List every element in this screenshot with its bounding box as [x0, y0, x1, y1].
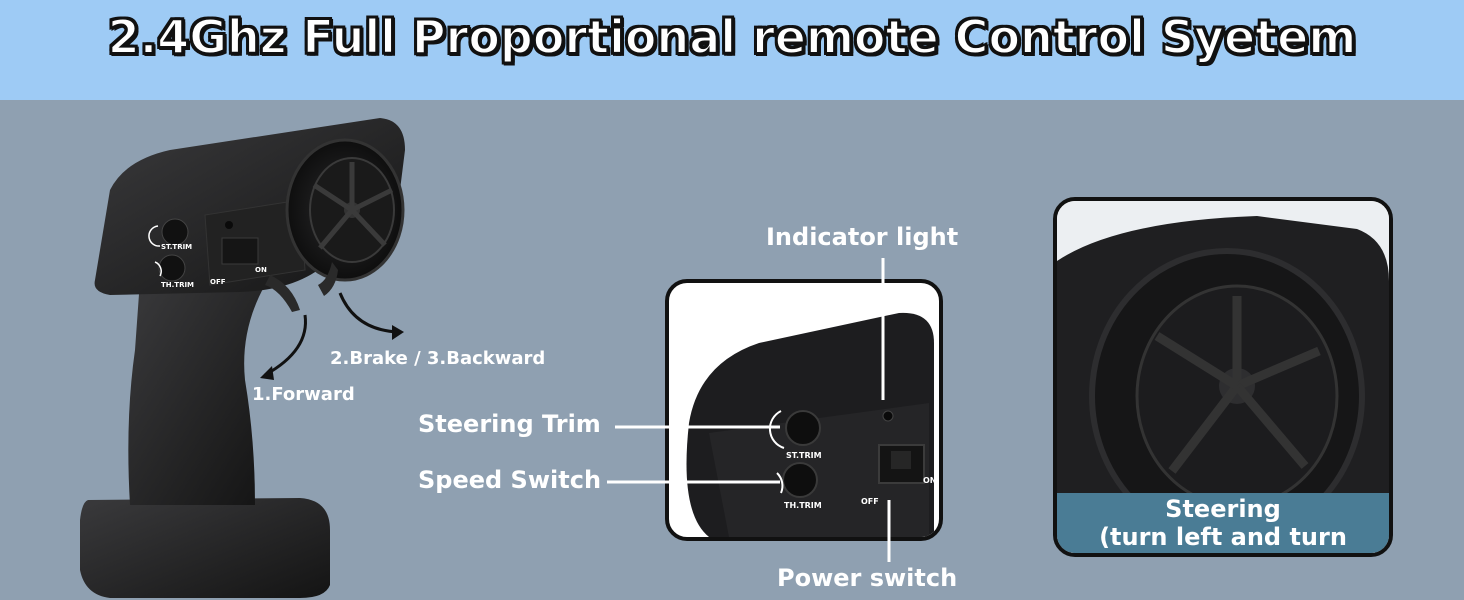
th-trim-marking: TH.TRIM — [161, 281, 195, 289]
throttle-trigger — [265, 275, 300, 312]
closeup-th-trim: TH.TRIM — [784, 501, 822, 510]
speed-switch-label: Speed Switch — [418, 466, 602, 494]
steering-title: Steering — [1165, 495, 1281, 523]
brake-backward-label: 2.Brake / 3.Backward — [330, 348, 546, 369]
indicator-light-label: Indicator light — [766, 223, 959, 251]
steering-closeup-panel: Steering (turn left and turn right) — [1053, 197, 1393, 557]
steering-trim-label: Steering Trim — [418, 410, 601, 438]
closeup-on: ON — [923, 476, 937, 485]
off-marking: OFF — [210, 278, 226, 286]
steering-subtitle: (turn left and turn right) — [1099, 523, 1347, 553]
controls-closeup-panel: ST.TRIM TH.TRIM OFF ON — [665, 279, 943, 541]
on-marking: ON — [255, 266, 267, 274]
forward-label: 1.Forward — [252, 384, 355, 405]
controller-grip — [128, 280, 265, 505]
steering-caption: Steering (turn left and turn right) — [1057, 493, 1389, 553]
page-title: 2.4Ghz Full Proportional remote Control … — [107, 9, 1358, 65]
power-switch-label: Power switch — [777, 564, 958, 592]
st-trim-marking: ST.TRIM — [161, 243, 193, 251]
closeup-off: OFF — [861, 497, 879, 506]
controller-base — [80, 498, 330, 598]
closeup-st-trim: ST.TRIM — [786, 451, 822, 460]
title-banner: 2.4Ghz Full Proportional remote Control … — [0, 0, 1464, 100]
